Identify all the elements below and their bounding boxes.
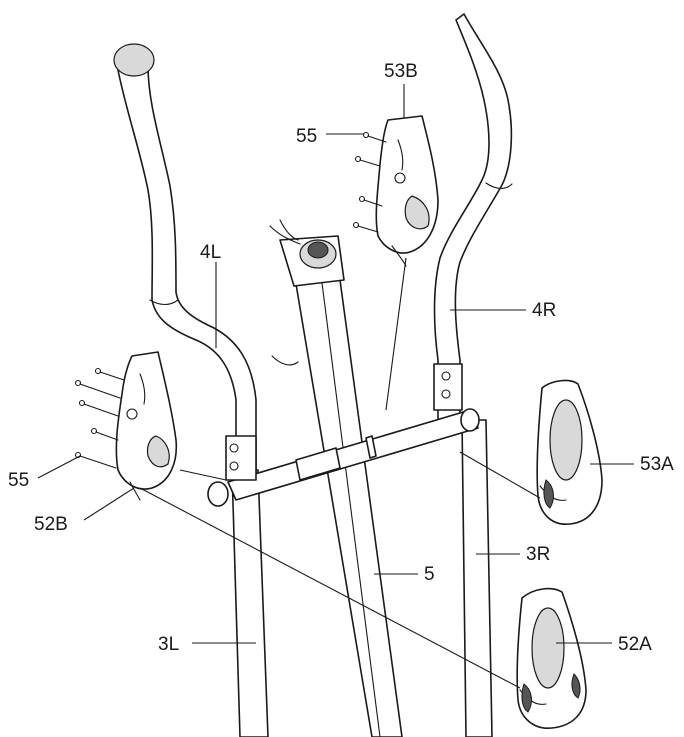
assembly-guide-lines bbox=[139, 257, 541, 689]
lower-arm-left-3l bbox=[231, 469, 269, 737]
cross-bar bbox=[207, 363, 480, 507]
upper-handlebar-right-4r bbox=[433, 13, 513, 421]
label-52a: 52A bbox=[618, 634, 652, 655]
screw-set-left bbox=[74, 367, 125, 469]
label-52b: 52B bbox=[34, 514, 68, 535]
label-53b: 53B bbox=[384, 61, 418, 82]
label-3r: 3R bbox=[526, 544, 550, 565]
label-leaders bbox=[37, 84, 634, 644]
cover-part-52a bbox=[516, 587, 587, 729]
label-5: 5 bbox=[424, 564, 435, 585]
cover-part-53b bbox=[375, 115, 439, 267]
label-53a: 53A bbox=[640, 454, 674, 475]
main-upright-5 bbox=[295, 279, 403, 737]
console-mount bbox=[269, 219, 345, 366]
cover-part-52b bbox=[115, 351, 178, 501]
cover-part-53a bbox=[536, 379, 603, 525]
label-4r: 4R bbox=[532, 300, 556, 321]
screw-set-top bbox=[352, 131, 387, 233]
label-4l: 4L bbox=[200, 242, 221, 263]
label-3l: 3L bbox=[158, 634, 179, 655]
part-labels: 53B 55 4L 4R 53A 55 52B 3R 5 3L 52A bbox=[8, 61, 674, 655]
label-55-top: 55 bbox=[296, 126, 317, 147]
label-55-left: 55 bbox=[8, 470, 29, 491]
